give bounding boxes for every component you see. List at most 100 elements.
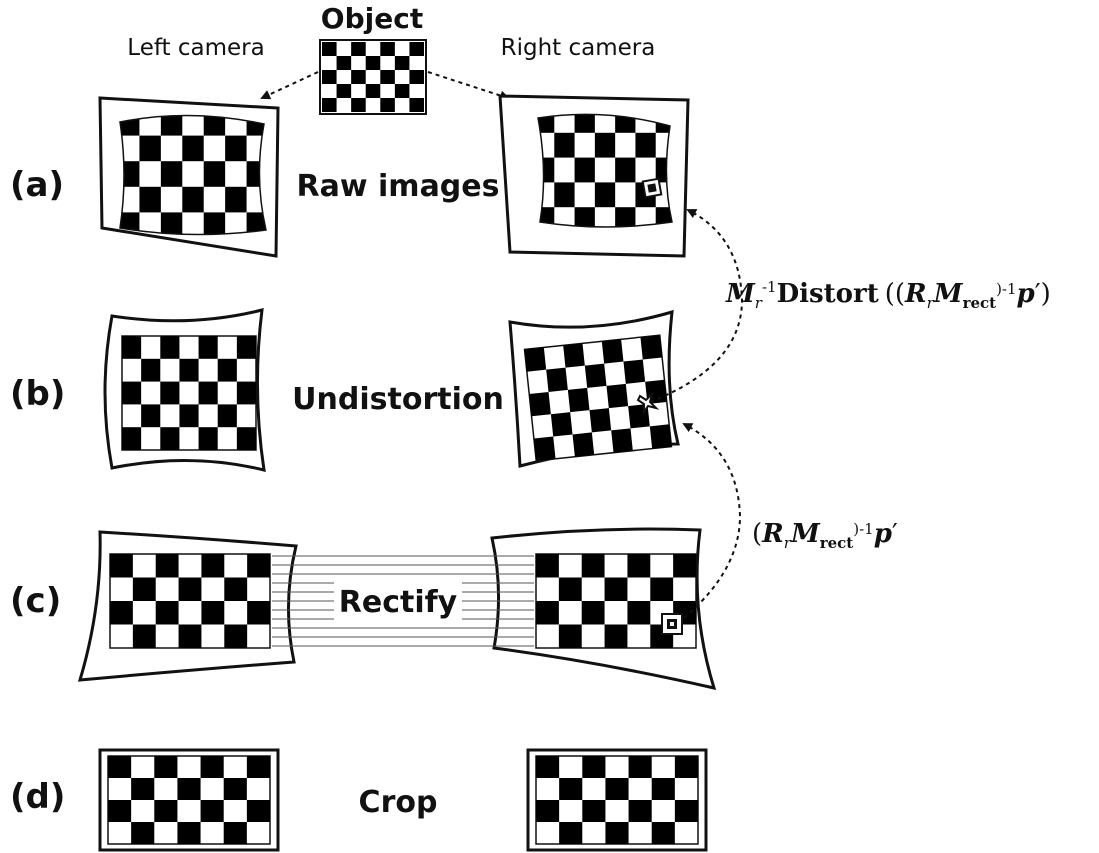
checker-cell xyxy=(574,114,595,133)
checker-cell xyxy=(182,135,204,162)
checker-cell xyxy=(336,56,352,70)
checker-cell xyxy=(627,554,651,578)
checker-cell xyxy=(224,577,248,601)
checker-cell xyxy=(628,756,652,778)
checker-cell xyxy=(203,161,226,187)
checker-cell xyxy=(236,427,256,450)
checker-cell xyxy=(674,800,698,822)
undistorted-image-right xyxy=(508,309,680,468)
checker-cell xyxy=(179,404,199,428)
checker-cell xyxy=(160,427,180,450)
checker-cell xyxy=(247,601,270,625)
checker-cell xyxy=(110,554,133,578)
checker-cell xyxy=(606,383,629,409)
checker-cell xyxy=(217,358,237,382)
checker-cell xyxy=(623,359,646,384)
checker-cell xyxy=(351,70,366,84)
checker-cell xyxy=(574,207,595,227)
checker-cell xyxy=(201,554,225,578)
checker-cell xyxy=(160,161,183,187)
row-label-b: (b) xyxy=(10,374,65,414)
checker-cell xyxy=(380,98,395,112)
checker-cell xyxy=(409,70,424,84)
checker-cell xyxy=(574,157,595,183)
equation-inverse: (RrMrect)-1p′ xyxy=(752,519,898,552)
checker-cell xyxy=(139,135,161,162)
checker-cell xyxy=(198,336,218,359)
rectified-image-right xyxy=(490,527,717,691)
checker-cell xyxy=(132,577,156,601)
checker-cell xyxy=(155,554,179,578)
cropped-image-left xyxy=(98,748,280,852)
stage-title-rectify: Rectify xyxy=(339,585,458,620)
checker-cell xyxy=(122,381,142,405)
stage-title-crop: Crop xyxy=(359,785,438,820)
checker-cell xyxy=(246,756,270,778)
checker-cell xyxy=(601,339,624,364)
checker-cell xyxy=(673,554,696,578)
checker-cell xyxy=(236,381,256,405)
eq1-r: r xyxy=(755,294,763,312)
checker-cell xyxy=(322,70,337,84)
checker-cell xyxy=(201,601,225,625)
checker-cell xyxy=(649,424,672,449)
checker-cell xyxy=(365,84,381,98)
row-label-d: (d) xyxy=(10,777,65,817)
equation-distort: Mr-1Distort((RrMrect)-1p′) xyxy=(725,278,1051,312)
checker-cell xyxy=(524,347,547,372)
checker-cell xyxy=(160,115,183,136)
checker-cell xyxy=(224,624,248,648)
checker-cell xyxy=(584,363,607,388)
checker-cell xyxy=(351,98,366,112)
cropped-image-right xyxy=(526,748,708,852)
checker-cell xyxy=(110,601,133,625)
checker-cell xyxy=(225,135,247,162)
checker-cell xyxy=(651,778,675,800)
checker-cell xyxy=(108,800,132,822)
checker-cell xyxy=(536,800,560,822)
checker-cell xyxy=(217,404,237,428)
checker-cell xyxy=(108,756,132,778)
checker-cell xyxy=(179,358,199,382)
eq2-r: r xyxy=(784,534,792,552)
raw-point-marker xyxy=(641,177,663,199)
checker-cell xyxy=(604,624,628,648)
checker-cell xyxy=(615,207,636,227)
checker-cell xyxy=(559,778,583,800)
object-checkerboard xyxy=(319,39,427,115)
checker-cell xyxy=(538,114,555,133)
raw-image-left xyxy=(98,96,280,258)
eq1-M: M xyxy=(725,279,756,309)
checker-cell xyxy=(615,157,636,183)
checker-cell xyxy=(536,756,560,778)
checker-cell xyxy=(182,186,204,213)
checker-cell xyxy=(533,436,556,461)
checker-cell xyxy=(247,554,270,578)
checker-cell xyxy=(365,56,381,70)
checker-cell xyxy=(141,404,161,428)
checker-cell xyxy=(322,98,337,112)
checker-cell xyxy=(154,800,178,822)
checker-cell xyxy=(139,186,161,213)
undistorted-point-marker xyxy=(636,390,660,416)
checker-cell xyxy=(567,387,590,413)
checker-cell xyxy=(536,554,559,578)
checker-cell xyxy=(615,114,636,133)
checker-cell xyxy=(572,432,595,457)
checker-cell xyxy=(203,115,226,136)
checker-cell xyxy=(581,554,605,578)
checker-cell xyxy=(594,132,616,158)
checker-cell xyxy=(154,756,178,778)
eq2-p: p xyxy=(874,519,892,549)
stage-title-raw-images: Raw images xyxy=(297,169,500,204)
eq2-M: M xyxy=(790,519,821,549)
checker-cell xyxy=(409,42,424,56)
checker-cell xyxy=(178,577,202,601)
object-label: Object xyxy=(321,2,423,35)
eq1-open: (( xyxy=(885,279,905,309)
checker-cell xyxy=(409,98,424,112)
stage-title-undistortion: Undistortion xyxy=(292,382,504,417)
checker-cell xyxy=(132,624,156,648)
checker-cell xyxy=(554,182,575,208)
